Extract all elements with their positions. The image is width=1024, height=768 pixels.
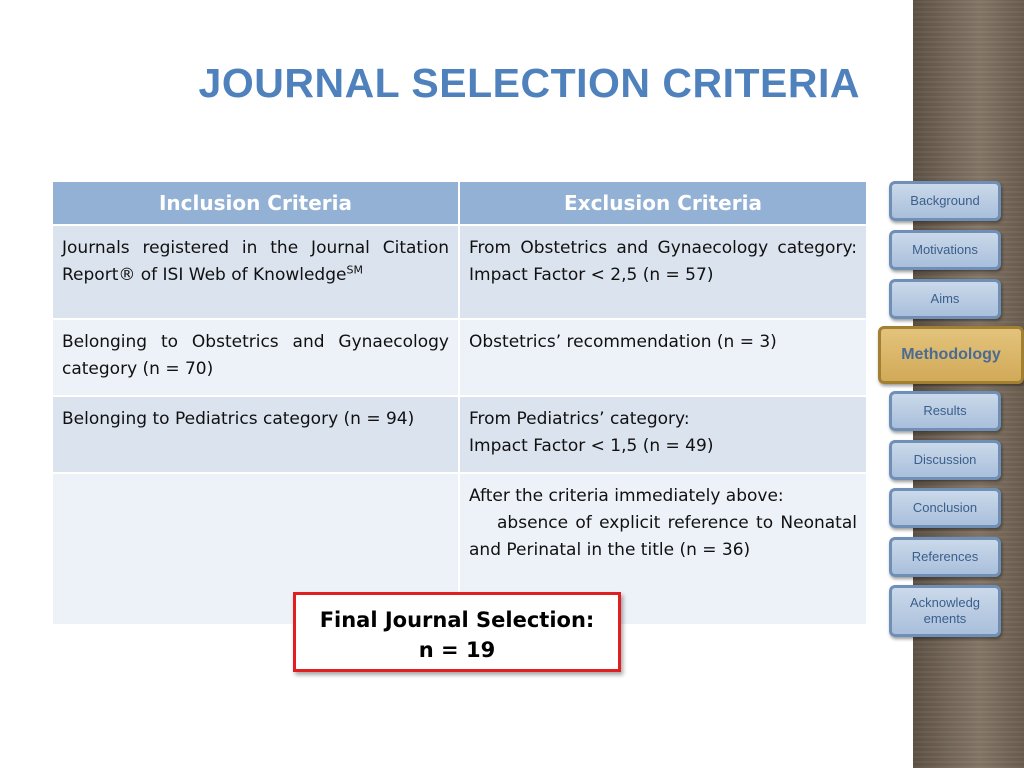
final-selection-label: Final Journal Selection: xyxy=(319,608,595,632)
nav-aims-button[interactable]: Aims xyxy=(889,279,1001,319)
side-panel xyxy=(913,0,1024,768)
final-selection-count: n = 19 xyxy=(418,638,496,662)
exclusion-cell: After the criteria immediately above: ab… xyxy=(459,472,866,624)
table-row: Belonging to Pediatrics category (n = 94… xyxy=(53,395,866,473)
table-row: After the criteria immediately above: ab… xyxy=(53,472,866,624)
slide-title: Journal Selection Criteria xyxy=(198,60,860,106)
nav-methodology-button[interactable]: Methodology xyxy=(878,326,1024,384)
table-header-row: Inclusion Criteria Exclusion Criteria xyxy=(53,182,866,225)
inclusion-header: Inclusion Criteria xyxy=(53,182,460,225)
criteria-table: Inclusion Criteria Exclusion Criteria Jo… xyxy=(53,182,866,624)
nav-references-button[interactable]: References xyxy=(889,537,1001,577)
nav-background-button[interactable]: Background xyxy=(889,181,1001,221)
exclusion-text: From Pediatrics’ category: xyxy=(469,409,690,429)
service-mark: SM xyxy=(346,263,363,277)
exclusion-cell: From Obstetrics and Gynaecology category… xyxy=(459,224,866,319)
exclusion-text: Obstetrics’ recommendation (n = 3) xyxy=(469,332,777,352)
inclusion-cell: Belonging to Pediatrics category (n = 94… xyxy=(53,395,460,473)
nav-discussion-button[interactable]: Discussion xyxy=(889,440,1001,480)
exclusion-text: Impact Factor < 1,5 (n = 49) xyxy=(469,436,714,456)
inclusion-cell: Belonging to Obstetrics and Gynaecology … xyxy=(53,318,460,396)
nav-acknowledgements-button[interactable]: Acknowledg ements xyxy=(889,585,1001,637)
exclusion-cell: From Pediatrics’ category: Impact Factor… xyxy=(459,395,866,473)
inclusion-cell: Journals registered in the Journal Citat… xyxy=(53,224,460,319)
exclusion-header: Exclusion Criteria xyxy=(459,182,866,225)
exclusion-text: After the criteria immediately above: xyxy=(469,486,784,506)
nav-conclusion-button[interactable]: Conclusion xyxy=(889,488,1001,528)
exclusion-text: From Obstetrics and Gynaecology category… xyxy=(469,238,857,258)
nav-motivations-button[interactable]: Motivations xyxy=(889,230,1001,270)
nav-results-button[interactable]: Results xyxy=(889,391,1001,431)
exclusion-text: absence of explicit reference to Neonata… xyxy=(469,513,857,560)
inclusion-text: Journals registered in the Journal Citat… xyxy=(62,238,449,285)
inclusion-text: Belonging to Pediatrics category (n = 94… xyxy=(62,409,415,429)
inclusion-text: Belonging to Obstetrics and Gynaecology … xyxy=(62,332,449,379)
exclusion-text: Impact Factor < 2,5 (n = 57) xyxy=(469,265,714,285)
table-row: Journals registered in the Journal Citat… xyxy=(53,224,866,319)
exclusion-cell: Obstetrics’ recommendation (n = 3) xyxy=(459,318,866,396)
table-row: Belonging to Obstetrics and Gynaecology … xyxy=(53,318,866,396)
final-selection-box: Final Journal Selection: n = 19 xyxy=(293,592,621,672)
